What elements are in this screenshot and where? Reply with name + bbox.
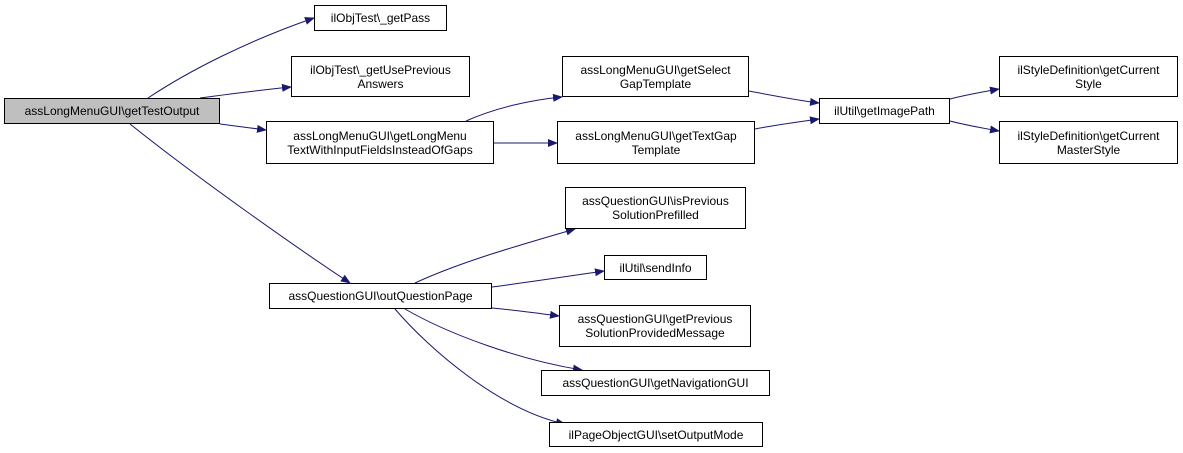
node-out-question-page[interactable]: assQuestionGUI\outQuestionPage (269, 283, 492, 309)
node-get-image-path[interactable]: ilUtil\getImagePath (819, 98, 950, 124)
node-set-output-mode[interactable]: ilPageObjectGUI\setOutputMode (549, 422, 763, 447)
node-label-line-2: MasterStyle (1056, 142, 1121, 157)
edge-out-question-page-to-get-navigation-gui (404, 308, 583, 373)
node-label-line-2: GapTemplate (619, 76, 692, 91)
edge-out-question-page-to-send-info (491, 268, 605, 288)
node-label-line-1: assQuestionGUI\getPrevious (577, 312, 733, 326)
node-label-line-1: assLongMenuGUI\getLongMenu (293, 128, 467, 143)
node-label: assQuestionGUI\outQuestionPage (288, 289, 473, 303)
edge-root-to-out-question-page (129, 123, 351, 284)
node-label-line-1: assLongMenuGUI\getSelect (580, 62, 731, 77)
node-get-select-gap-template[interactable]: assLongMenuGUI\getSelect GapTemplate (562, 56, 749, 97)
node-label: ilPageObjectGUI\setOutputMode (568, 427, 744, 442)
edge-root-to-get-long-menu-text (219, 123, 267, 133)
node-label-line-2: SolutionPrefilled (612, 208, 699, 222)
node-get-navigation-gui[interactable]: assQuestionGUI\getNavigationGUI (541, 370, 770, 396)
edge-get-image-path-to-get-current-style (949, 86, 1000, 100)
edge-root-to-get-pass (147, 17, 315, 99)
edge-get-long-menu-text-to-get-select-gap-template (465, 93, 563, 122)
node-label: assQuestionGUI\getNavigationGUI (562, 376, 749, 390)
edge-out-question-page-to-get-previous-solution-provided-message (491, 307, 560, 319)
node-get-current-master-style[interactable]: ilStyleDefinition\getCurrent MasterStyle (999, 121, 1178, 164)
node-label-line-1: assQuestionGUI\isPrevious (582, 194, 729, 208)
node-root-get-test-output[interactable]: assLongMenuGUI\getTestOutput (4, 98, 220, 124)
node-get-pass[interactable]: ilObjTest\_getPass (314, 5, 447, 31)
node-label: ilUtil\getImagePath (834, 104, 935, 118)
node-label: ilUtil\sendInfo (619, 260, 692, 275)
node-label-line-2: TextWithInputFieldsInsteadOfGaps (287, 142, 473, 157)
node-get-previous-solution-provided-message[interactable]: assQuestionGUI\getPrevious SolutionProvi… (559, 305, 751, 347)
node-is-previous-solution-prefilled[interactable]: assQuestionGUI\isPrevious SolutionPrefil… (565, 187, 746, 229)
node-send-info[interactable]: ilUtil\sendInfo (604, 255, 707, 280)
node-label-line-2: Style (1075, 76, 1102, 91)
node-get-use-previous-answers[interactable]: ilObjTest\_getUsePrevious Answers (291, 56, 470, 97)
node-get-current-style[interactable]: ilStyleDefinition\getCurrent Style (999, 56, 1178, 97)
node-label-line-1: ilStyleDefinition\getCurrent (1017, 128, 1160, 143)
node-label-line-1: ilObjTest\_getUsePrevious (310, 62, 451, 77)
edge-get-text-gap-template-to-get-image-path (754, 116, 820, 130)
node-label-line-1: ilStyleDefinition\getCurrent (1017, 62, 1160, 77)
node-label-line-2: Template (631, 142, 681, 157)
edge-out-question-page-to-set-output-mode (394, 308, 566, 427)
node-label-line-1: assLongMenuGUI\getTextGap (575, 128, 737, 143)
edge-root-to-get-use-previous-answers (199, 83, 292, 99)
edge-get-image-path-to-get-current-master-style (949, 120, 1000, 134)
edge-get-select-gap-template-to-get-image-path (748, 90, 820, 106)
node-label-line-2: SolutionProvidedMessage (585, 326, 725, 340)
edge-out-question-page-to-is-previous-solution-prefilled (414, 227, 576, 284)
node-label-line-2: Answers (357, 76, 404, 91)
node-label: assLongMenuGUI\getTestOutput (24, 104, 200, 118)
node-get-long-menu-text[interactable]: assLongMenuGUI\getLongMenu TextWithInput… (266, 121, 494, 164)
node-label: ilObjTest\_getPass (330, 11, 431, 25)
node-get-text-gap-template[interactable]: assLongMenuGUI\getTextGap Template (557, 121, 755, 164)
